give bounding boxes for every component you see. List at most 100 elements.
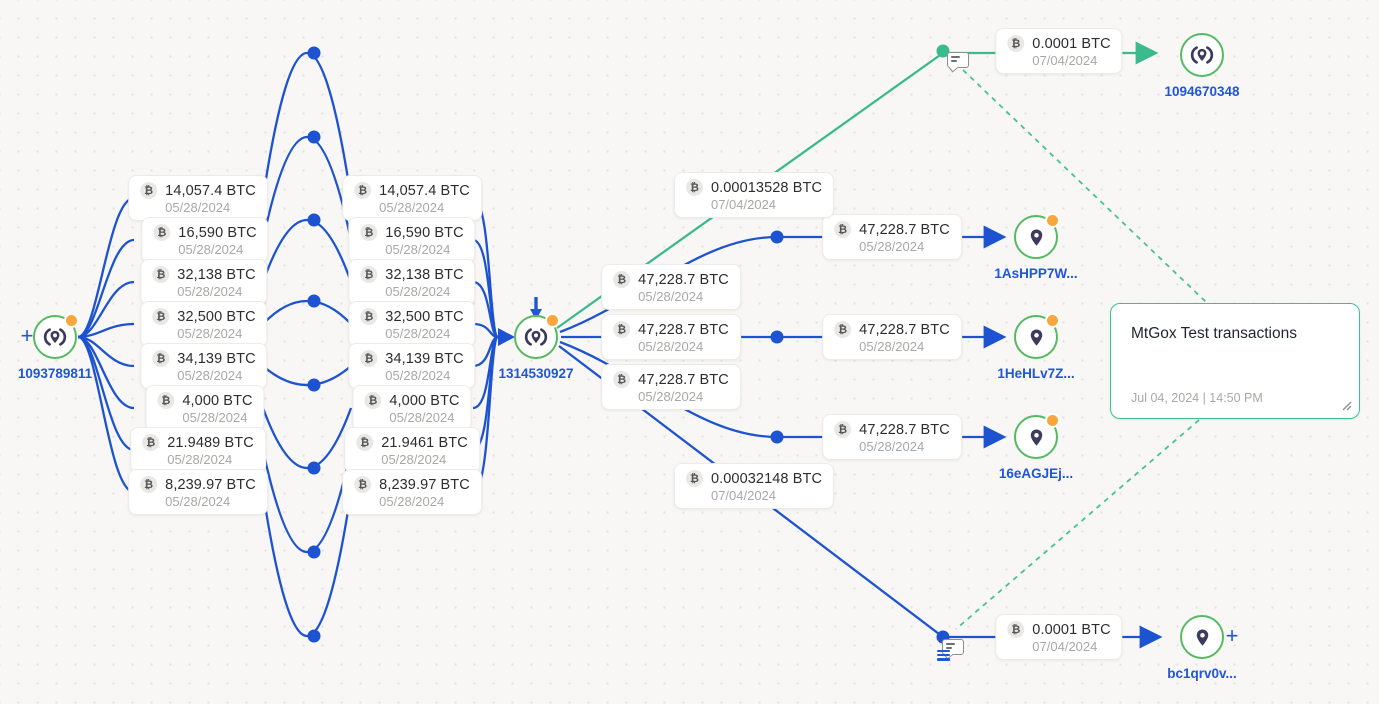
btc-icon: ₿: [613, 321, 631, 338]
edge-label[interactable]: ₿8,239.97 BTC 05/28/2024: [342, 469, 482, 515]
alert-dot: [1045, 413, 1060, 428]
edge-amount: 47,228.7 BTC: [638, 271, 729, 288]
btc-icon: ₿: [153, 224, 171, 241]
node-label[interactable]: 1093789811: [17, 366, 93, 381]
edge-date: 05/28/2024: [165, 200, 231, 215]
node-label[interactable]: 16eAGJEj...: [998, 466, 1074, 481]
resize-handle-icon[interactable]: [1340, 399, 1352, 411]
transaction-dot[interactable]: [307, 629, 321, 643]
edge-amount: 0.0001 BTC: [1032, 35, 1111, 52]
node-cluster-1093789811[interactable]: 1093789811: [18, 313, 92, 381]
alert-dot: [1045, 213, 1060, 228]
transaction-dot[interactable]: [770, 430, 784, 444]
edge-date: 05/28/2024: [167, 452, 233, 467]
edge-label[interactable]: ₿34,139 BTC 05/28/2024: [140, 343, 268, 389]
node-cluster-1094670348[interactable]: 1094670348: [1164, 33, 1240, 99]
edge-label[interactable]: ₿47,228.7 BTC 05/28/2024: [822, 314, 962, 360]
transaction-dot[interactable]: [307, 294, 321, 308]
note-card[interactable]: MtGox Test transactions Jul 04, 2024 | 1…: [1110, 303, 1360, 419]
edge-label[interactable]: ₿47,228.7 BTC 05/28/2024: [822, 214, 962, 260]
node-address-1AsHPP7W[interactable]: 1AsHPP7W...: [994, 213, 1078, 281]
edge-amount: 47,228.7 BTC: [859, 421, 950, 438]
transaction-dot[interactable]: [770, 330, 784, 344]
cluster-icon: [1190, 46, 1214, 64]
edge-date: 05/28/2024: [859, 339, 925, 354]
menu-icon[interactable]: [937, 650, 950, 661]
node-label[interactable]: 1314530927: [498, 366, 574, 381]
edge-date: 05/28/2024: [379, 494, 445, 509]
expand-plus-button[interactable]: +: [1225, 623, 1239, 648]
btc-icon: ₿: [152, 350, 170, 367]
transaction-dot[interactable]: [307, 213, 321, 227]
expand-plus-button[interactable]: +: [20, 323, 34, 348]
edge-label[interactable]: ₿0.0001 BTC 07/04/2024: [995, 28, 1123, 74]
transaction-dot[interactable]: [307, 378, 321, 392]
node-label[interactable]: 1AsHPP7W...: [994, 266, 1078, 281]
transaction-dot[interactable]: [770, 230, 784, 244]
edge-date: 05/28/2024: [177, 284, 243, 299]
edge-label[interactable]: ₿ 32,138 BTC 05/28/2024: [140, 259, 268, 305]
node-address-1HeHLv7Z[interactable]: 1HeHLv7Z...: [997, 313, 1075, 381]
edge-label[interactable]: ₿8,239.97 BTC 05/28/2024: [128, 469, 268, 515]
edge-date: 07/04/2024: [710, 488, 777, 503]
btc-icon: ₿: [613, 371, 631, 388]
edge-label[interactable]: ₿47,228.7 BTC 05/28/2024: [601, 264, 741, 310]
edge-label[interactable]: ₿32,138 BTC 05/28/2024: [348, 259, 476, 305]
edge-label[interactable]: ₿0.0001 BTC 07/04/2024: [995, 614, 1123, 660]
edge-amount: 32,500 BTC: [385, 308, 464, 325]
address-ring: [1180, 615, 1224, 659]
alert-dot: [1045, 313, 1060, 328]
edge-label[interactable]: ₿21.9461 BTC 05/28/2024: [344, 427, 480, 473]
comment-icon[interactable]: [947, 52, 969, 73]
edge-date: 05/28/2024: [182, 410, 248, 425]
edge-amount: 4,000 BTC: [182, 392, 253, 409]
edge-label[interactable]: ₿14,057.4 BTC 05/28/2024: [342, 175, 482, 221]
btc-icon: ₿: [364, 392, 382, 409]
node-label[interactable]: 1094670348: [1164, 84, 1240, 99]
btc-icon: ₿: [834, 221, 852, 238]
edge-label[interactable]: ₿ 47,228.7 BTC 05/28/2024: [601, 364, 741, 410]
address-ring: [1014, 215, 1058, 259]
edge-date: 05/28/2024: [638, 389, 704, 404]
address-pin-icon: [1030, 328, 1042, 346]
edge-label[interactable]: ₿47,228.7 BTC 05/28/2024: [601, 314, 741, 360]
edge-date: 05/28/2024: [165, 494, 231, 509]
btc-icon: ₿: [152, 266, 170, 283]
note-connectors: [955, 69, 1207, 630]
edge-label[interactable]: ₿16,590 BTC 05/28/2024: [141, 217, 269, 263]
node-label[interactable]: 1HeHLv7Z...: [997, 366, 1075, 381]
edge-amount: 47,228.7 BTC: [638, 321, 729, 338]
edge-amount: 32,138 BTC: [177, 266, 256, 283]
edge-amount: 47,228.7 BTC: [638, 371, 729, 388]
edge-label[interactable]: ₿34,139 BTC 05/28/2024: [348, 343, 476, 389]
arrowhead-into-middle: [498, 328, 515, 346]
node-cluster-1314530927[interactable]: 1314530927: [498, 313, 574, 381]
edge-label[interactable]: ₿4,000 BTC 05/28/2024: [145, 385, 265, 431]
btc-icon: ₿: [1007, 35, 1025, 52]
cluster-ring: [1180, 33, 1224, 77]
transaction-dot[interactable]: [307, 46, 321, 60]
edge-label[interactable]: ₿32,500 BTC 05/28/2024: [140, 301, 268, 347]
edge-label[interactable]: ₿14,057.4 BTC 05/28/2024: [128, 175, 268, 221]
address-ring: [1014, 415, 1058, 459]
edge-amount: 32,500 BTC: [177, 308, 256, 325]
edge-label[interactable]: ₿21.9489 BTC 05/28/2024: [130, 427, 266, 473]
address-pin-icon: [1196, 628, 1208, 646]
transaction-dot[interactable]: [307, 545, 321, 559]
transaction-dot[interactable]: [307, 461, 321, 475]
edge-label[interactable]: ₿47,228.7 BTC 05/28/2024: [822, 414, 962, 460]
node-address-16eAGJEj[interactable]: 16eAGJEj...: [999, 413, 1073, 481]
edge-label[interactable]: ₿32,500 BTC 05/28/2024: [348, 301, 476, 347]
edge-label[interactable]: ₿0.00032148 BTC 07/04/2024: [673, 463, 835, 509]
transaction-dot[interactable]: [307, 130, 321, 144]
edge-amount: 34,139 BTC: [177, 350, 256, 367]
edge-label[interactable]: ₿0.00013528 BTC 07/04/2024: [673, 172, 835, 218]
node-address-bc1qrv0v[interactable]: bc1qrv0v...: [1167, 615, 1237, 681]
edge-amount: 21.9461 BTC: [381, 434, 468, 451]
node-label[interactable]: bc1qrv0v...: [1167, 666, 1237, 681]
transaction-dot[interactable]: [936, 44, 950, 58]
edge-label[interactable]: ₿16,590 BTC 05/28/2024: [348, 217, 476, 263]
address-pin-icon: [1030, 428, 1042, 446]
edge-label[interactable]: ₿4,000 BTC 05/28/2024: [352, 385, 472, 431]
